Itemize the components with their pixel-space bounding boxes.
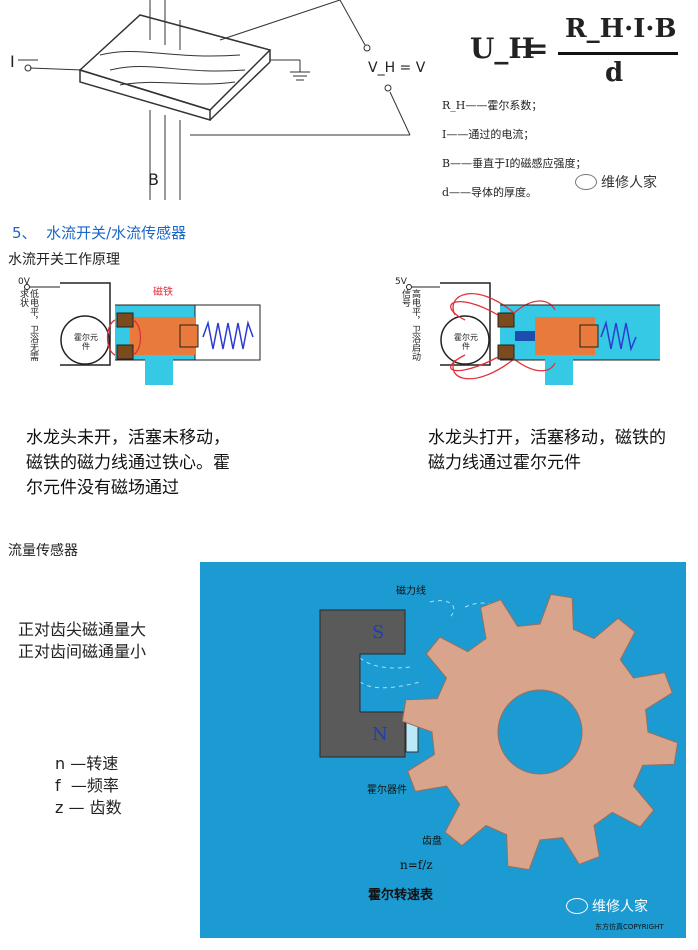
watermark: 维修人家 [575,172,657,192]
water-switch-open-diagram: 5V 高电平，卫浴启动信号 霍尔元件 [395,275,660,405]
formula-lhs: U_H [470,32,535,65]
open-signal-text: 高电平，卫浴启动信号 [400,289,420,361]
tachometer-title: 霍尔转速表 [368,888,434,903]
gear-label: 齿盘 [422,836,442,847]
speed-formula: n=f/z [400,858,433,872]
section-title: 5、 水流开关/水流传感器 [12,224,187,242]
field-label: B [148,170,159,189]
hall-tachometer-panel: S N 磁力线 霍尔器件 齿盘 n=f/z 霍尔转速表 东方仿真COPYRIGH… [200,562,686,938]
flux-note: 正对齿间磁通量小 [18,642,147,661]
formula-denominator: d [605,58,624,88]
voltage-label: V_H = V [368,60,426,76]
closed-hall-label: 霍尔元件 [74,333,98,351]
wechat-icon [575,174,597,190]
legend-item: I——通过的电流； [442,128,535,141]
symbol-item: n —转速 [55,754,119,773]
water-switch-subtitle: 水流开关工作原理 [8,252,120,268]
water-switch-closed-diagram: 0V 低电平，卫浴无需求状 磁铁 霍尔元件 [5,275,270,405]
formula-legend: R_H——霍尔系数； I——通过的电流； B——垂直于I的磁感应强度； d——导… [442,97,586,200]
panel-watermark: 维修人家 [566,896,648,916]
flux-note: 正对齿尖磁通量大 [18,620,147,639]
copyright-text: 东方仿真COPYRIGHT [595,923,664,931]
open-caption: 水龙头打开，活塞移动，磁铁的磁力线通过霍尔元件 [428,428,666,473]
symbol-item: z — 齿数 [55,798,122,817]
pole-n: N [372,724,388,745]
open-hall-label: 霍尔元件 [454,333,478,351]
hall-device-label: 霍尔器件 [367,785,407,796]
magnet-label: 磁铁 [153,287,173,298]
legend-item: R_H——霍尔系数； [442,99,543,112]
pole-s: S [372,622,385,643]
legend-item: d——导体的厚度。 [442,186,538,199]
hall-effect-diagram [18,0,411,200]
closed-caption: 水龙头未开，活塞未移动，磁铁的磁力线通过铁心。霍尔元件没有磁场通过 [26,428,230,498]
closed-signal-text: 低电平，卫浴无需求状 [18,289,38,361]
formula-divider [558,52,678,55]
flow-sensor-subtitle: 流量传感器 [8,543,78,559]
hall-formula: U_H = R_H·I·B d [470,14,678,88]
symbol-list: n —转速 f —频率 z — 齿数 [55,753,122,819]
flux-label: 磁力线 [396,586,426,597]
formula-numerator: R_H·I·B [565,14,677,44]
closed-voltage: 0V [18,277,30,287]
legend-item: B——垂直于I的磁感应强度； [442,157,587,170]
symbol-item: f —频率 [55,776,119,795]
wechat-icon [566,898,588,914]
hall-effect-figure: I B V_H = V [0,0,698,215]
tachometer-diagram [319,593,679,871]
current-label: I [10,52,15,71]
open-voltage: 5V [395,277,407,287]
flux-notes: 正对齿尖磁通量大 正对齿间磁通量小 [18,619,146,663]
